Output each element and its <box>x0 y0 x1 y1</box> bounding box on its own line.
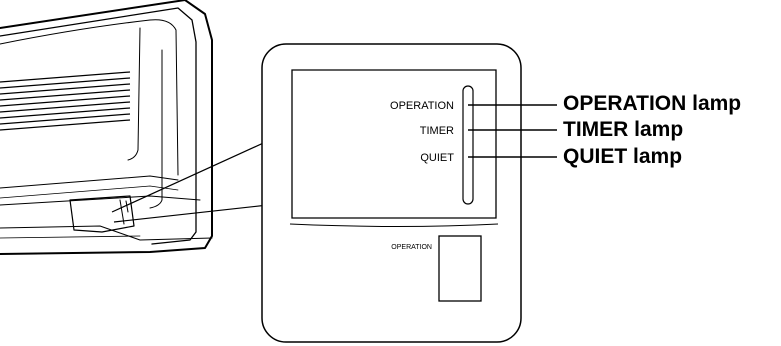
zoom-lines <box>111 139 271 223</box>
indicator-panel: OPERATION TIMER QUIET OPERATION <box>261 43 522 343</box>
quiet-lamp-callout: QUIET lamp <box>563 145 682 168</box>
quiet-lamp-label: QUIET <box>420 152 454 164</box>
callout-leaders <box>468 104 557 158</box>
timer-lamp-label: TIMER <box>420 125 454 137</box>
front-grille <box>0 71 131 131</box>
lamp-light-guide <box>462 85 474 205</box>
indoor-unit-illustration <box>0 0 213 255</box>
operation-lamp-label: OPERATION <box>390 100 454 112</box>
callouts: OPERATION lamp TIMER lamp QUIET lamp <box>563 92 741 168</box>
timer-lamp-callout: TIMER lamp <box>563 118 683 141</box>
operation-lamp-callout: OPERATION lamp <box>563 92 741 115</box>
operation-button[interactable] <box>438 235 482 302</box>
operation-button-label: OPERATION <box>391 244 432 251</box>
